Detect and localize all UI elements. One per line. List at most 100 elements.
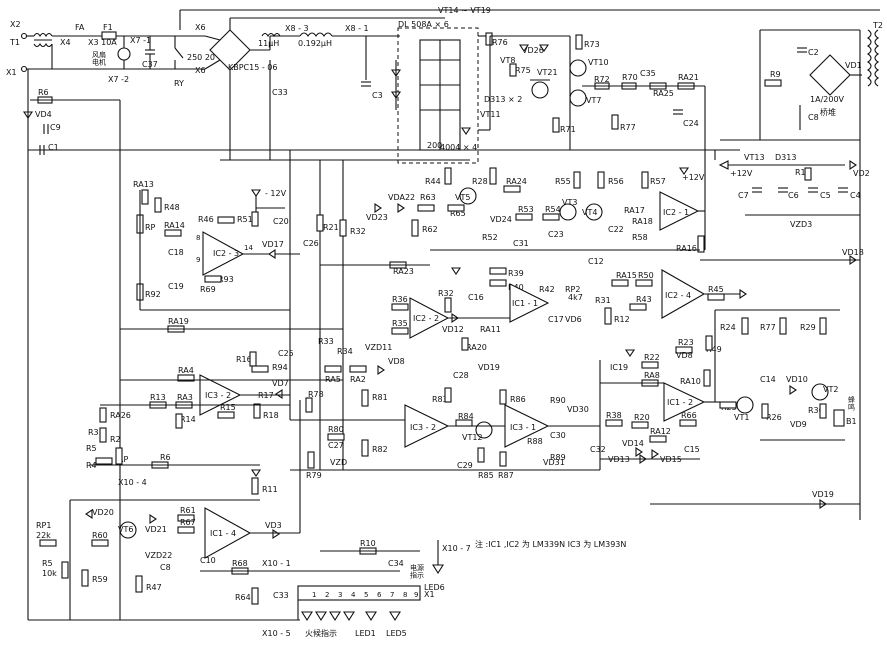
pin-14: 14 <box>244 244 253 252</box>
pin-8: 8 <box>196 234 200 242</box>
label-22k: 22k <box>36 531 51 540</box>
label-vt13: VT13 <box>744 153 765 162</box>
ic3-2-left-block: R16 C25 R94 RA4 IC3 - 2 VD7 R13 RA3 R15 … <box>88 337 405 444</box>
label-vd10: VD10 <box>786 375 808 384</box>
label-c20: C20 <box>273 217 289 226</box>
label-x6-bottom: X6 <box>195 66 206 75</box>
label-c28: C28 <box>453 371 469 380</box>
label-ra21: RA21 <box>678 73 699 82</box>
label-vd2: VD2 <box>853 169 870 178</box>
label-c33-lower: C33 <box>273 591 289 600</box>
label-r79: R79 <box>306 471 322 480</box>
label-vt12: VT12 <box>462 433 483 442</box>
label-x10-5: X10 - 5 <box>262 629 291 638</box>
label-vd20: VD20 <box>92 508 114 517</box>
label-ic2-2: IC2 - 2 <box>413 314 439 323</box>
label-ra24: RA24 <box>506 177 527 186</box>
ic3-center-block: R78 R81 R80 C27 VZD R82 R79 IC3 - 2 R83 … <box>290 360 606 480</box>
label-ra4: RA4 <box>178 366 194 375</box>
label-r12: R12 <box>614 315 630 324</box>
label-r49: R49 <box>706 345 722 354</box>
label-buzzer: 蜂鸣 <box>848 395 855 412</box>
label-vd12: VD12 <box>442 325 464 334</box>
label-power-indicator: 电源指示 <box>410 563 424 580</box>
label-r10: R10 <box>360 539 376 548</box>
label-1a200v: 1A/200V <box>810 95 845 104</box>
label-r42: R42 <box>539 285 555 294</box>
label-c6: C6 <box>788 191 799 200</box>
igbt-module: DL 508A × 6 4004 × 4 200 <box>390 20 490 164</box>
label-vzd3: VZD3 <box>790 220 812 229</box>
label-vd17: VD17 <box>262 240 284 249</box>
label-x8-3: X8 - 3 <box>285 24 309 33</box>
label-ra3: RA3 <box>177 393 193 402</box>
label-r68: R68 <box>232 559 248 568</box>
pin-2: 2 <box>325 591 329 599</box>
label-d313x2: D313 × 2 <box>484 95 522 104</box>
label-vd3: VD3 <box>265 521 282 530</box>
pin-9: 9 <box>196 256 200 264</box>
label-ra8: RA8 <box>644 371 660 380</box>
label-c10: C10 <box>200 556 216 565</box>
label-r21: R21 <box>323 223 339 232</box>
label-c7: C7 <box>738 191 749 200</box>
label-r3: R3 <box>88 428 99 437</box>
label-r18: R18 <box>263 411 279 420</box>
label-r39: R39 <box>508 269 524 278</box>
label-t2: T2 <box>872 21 883 30</box>
label-vzd: VZD <box>330 458 347 467</box>
label-c32: C32 <box>590 445 606 454</box>
pin-9: 9 <box>414 591 418 599</box>
label-ra26: RA26 <box>110 411 131 420</box>
label-r72: R72 <box>594 75 610 84</box>
label-vt2: VT2 <box>823 385 838 394</box>
label-r16: R16 <box>236 355 252 364</box>
label-r43: R43 <box>636 295 652 304</box>
label-dl508: DL 508A × 6 <box>398 20 449 29</box>
label-c17: C17 <box>548 315 564 324</box>
label-c12: C12 <box>588 257 604 266</box>
label-ra25: RA25 <box>653 89 674 98</box>
label-r38: R38 <box>606 411 622 420</box>
label-r32: R32 <box>350 227 366 236</box>
label-c23: C23 <box>548 230 564 239</box>
label-r89: R89 <box>550 453 566 462</box>
label-c3: C3 <box>372 91 383 100</box>
label-r66: R66 <box>681 411 697 420</box>
label-r23: R23 <box>678 338 694 347</box>
label-b1: B1 <box>846 417 857 426</box>
label-r6: R6 <box>38 88 49 97</box>
label-vt6: VT6 <box>118 525 133 534</box>
label-vd19-mid: VD19 <box>478 363 500 372</box>
label-r48: R48 <box>164 203 180 212</box>
label-11uh: 11μH <box>258 39 279 48</box>
label-r85: R85 <box>478 471 494 480</box>
label-ra14: RA14 <box>164 221 185 230</box>
label-ra19: RA19 <box>168 317 189 326</box>
label-vd14: VD14 <box>622 439 644 448</box>
label-rp: RP <box>145 223 156 232</box>
label-r13: R13 <box>150 393 166 402</box>
label-vzd22: VZD22 <box>145 551 172 560</box>
pin-3: 3 <box>338 591 342 599</box>
label-r11-mid: RA11 <box>480 325 501 334</box>
pin-6: 6 <box>377 591 382 599</box>
label-r80: R80 <box>328 425 344 434</box>
label-r51: R51 <box>237 215 253 224</box>
label-vt14-19: VT14 ~ VT19 <box>438 6 491 15</box>
label-x1-connector: X1 <box>424 590 435 599</box>
pin-1: 1 <box>312 591 316 599</box>
label-fa: FA <box>75 23 85 32</box>
label-c29: C29 <box>457 461 473 470</box>
label-r5-lower: R5 <box>42 559 53 568</box>
label-f1: F1 <box>103 23 113 32</box>
label-ic2-1: IC2 - 1 <box>663 208 689 217</box>
label-r14: R14 <box>180 415 196 424</box>
label-led5: LED5 <box>386 629 407 638</box>
label-r50: R50 <box>638 271 654 280</box>
label-c34: C34 <box>388 559 404 568</box>
label-c8: C8 <box>808 113 819 122</box>
label-4004x4: 4004 × 4 <box>440 143 477 152</box>
label-r94: R94 <box>272 363 288 372</box>
